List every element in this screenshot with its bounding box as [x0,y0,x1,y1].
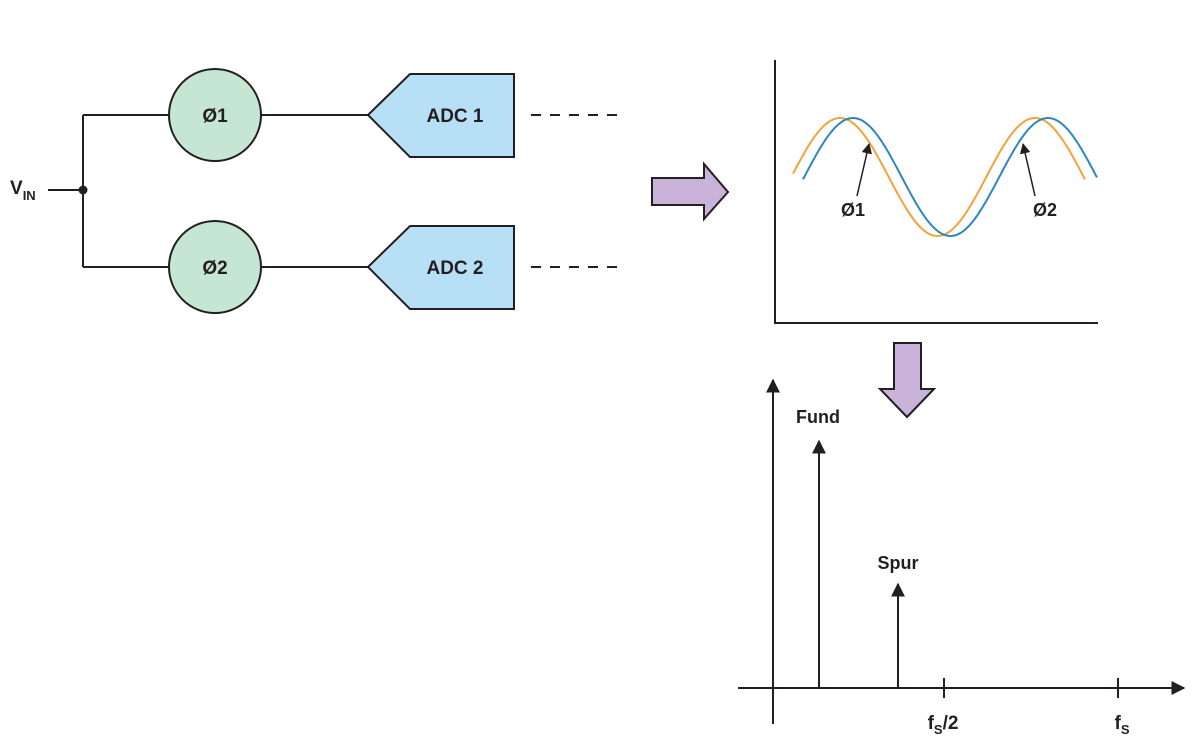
waveform-plot: Ø1 Ø2 [774,60,1098,324]
phase2-waveform [802,116,1098,238]
down-flow-arrow [877,342,937,419]
half-fs-suffix: /2 [943,713,959,734]
vin-main: V [10,178,23,199]
adc2-label: ADC 2 [426,258,483,279]
phase1-pointer [856,142,872,197]
half-fs-label: fS/2 [928,713,959,737]
fund-label: Fund [796,407,840,427]
phase2-pointer [1020,142,1036,197]
fs-sub: S [1121,722,1130,737]
fs-main: f [1115,713,1122,734]
vin-label: VIN [10,178,36,203]
spur-label: Spur [877,553,918,573]
adc1-label: ADC 1 [426,106,483,127]
adc1-block [366,73,515,158]
vin-sub: IN [23,188,36,203]
right-flow-arrow [651,161,730,222]
half-fs-sub: S [934,722,943,737]
fs-label: fS [1115,713,1130,737]
spectrum-plot: Fund Spur fS/2 fS [738,378,1186,737]
wave-phase2-label: Ø2 [1033,200,1057,220]
circuit-block: VIN Ø1 ADC 1 Ø2 ADC 2 [10,68,622,314]
adc2-block [366,225,515,310]
phase2-label: Ø2 [202,258,227,279]
phase1-waveform [792,116,1086,238]
wave-phase1-label: Ø1 [841,200,865,220]
phase1-label: Ø1 [202,106,228,127]
half-fs-main: f [928,713,935,734]
